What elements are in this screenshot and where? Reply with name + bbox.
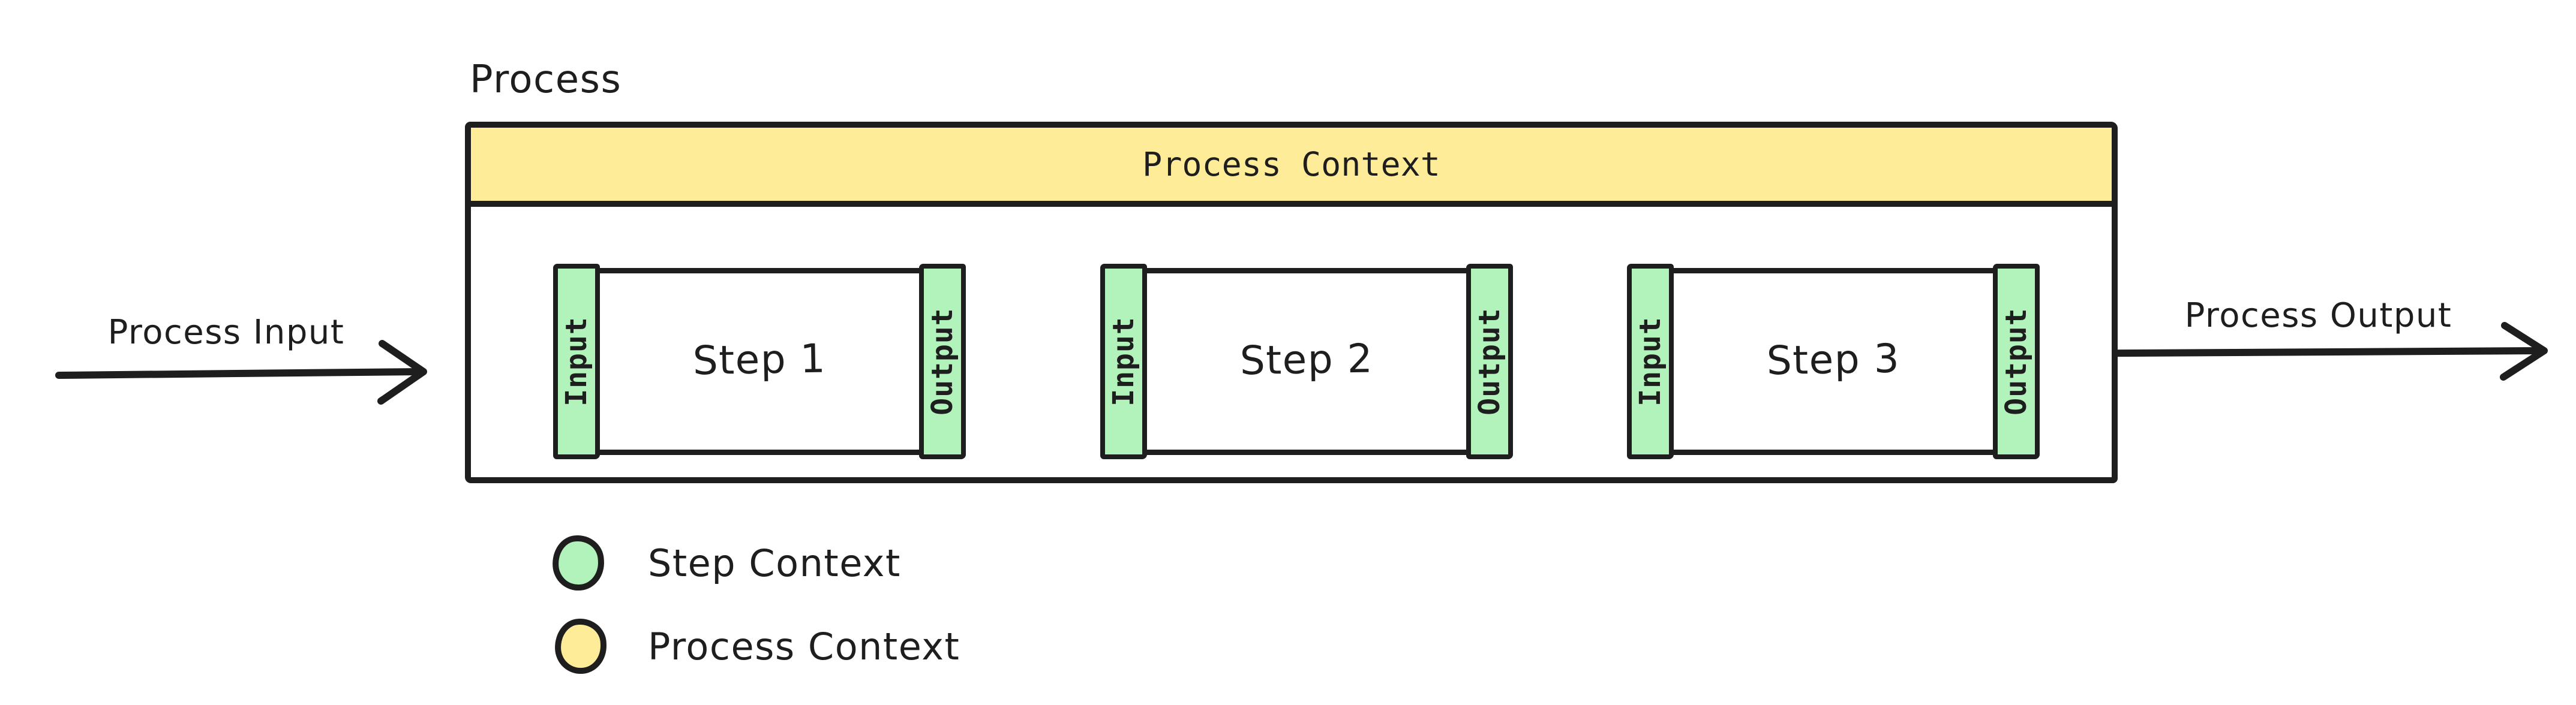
- step-1-input-bar: Input: [553, 264, 600, 459]
- step-2-box: Input Step 2 Output: [1100, 264, 1513, 459]
- process-input-arrow: [55, 340, 427, 405]
- process-context-bar: Process Context: [471, 128, 2112, 207]
- process-output-arrowhead-icon: [2500, 322, 2548, 381]
- legend-process-context-label: Process Context: [648, 625, 960, 668]
- step-3-box: Input Step 3 Output: [1627, 264, 2040, 459]
- process-input-arrowhead-icon: [377, 340, 427, 405]
- step-1-label: Step 1: [692, 335, 827, 384]
- process-output-arrow-label: Process Output: [2184, 296, 2452, 335]
- step-2-output-bar: Output: [1466, 264, 1513, 459]
- step-1-output-label: Output: [926, 308, 959, 415]
- step-2-output-label: Output: [1473, 308, 1506, 415]
- step-3-input-bar: Input: [1627, 264, 1674, 459]
- legend-step-context-label: Step Context: [648, 541, 901, 585]
- step-2-input-bar: Input: [1100, 264, 1147, 459]
- process-input-arrow-label: Process Input: [107, 313, 345, 352]
- diagram-title: Process: [470, 58, 622, 102]
- legend-step-context-swatch: [550, 534, 607, 592]
- step-3-label: Step 3: [1766, 335, 1901, 384]
- step-3-output-label: Output: [1999, 308, 2033, 415]
- step-3-output-bar: Output: [1993, 264, 2040, 459]
- step-1-input-label: Input: [560, 317, 593, 406]
- process-input-arrow-shaft: [55, 368, 424, 379]
- step-2-input-label: Input: [1107, 317, 1140, 406]
- legend-process-context-swatch: [554, 617, 608, 675]
- step-3-input-label: Input: [1634, 317, 1667, 406]
- step-1-output-bar: Output: [919, 264, 966, 459]
- step-2-label: Step 2: [1239, 335, 1374, 384]
- step-1-box: Input Step 1 Output: [553, 264, 966, 459]
